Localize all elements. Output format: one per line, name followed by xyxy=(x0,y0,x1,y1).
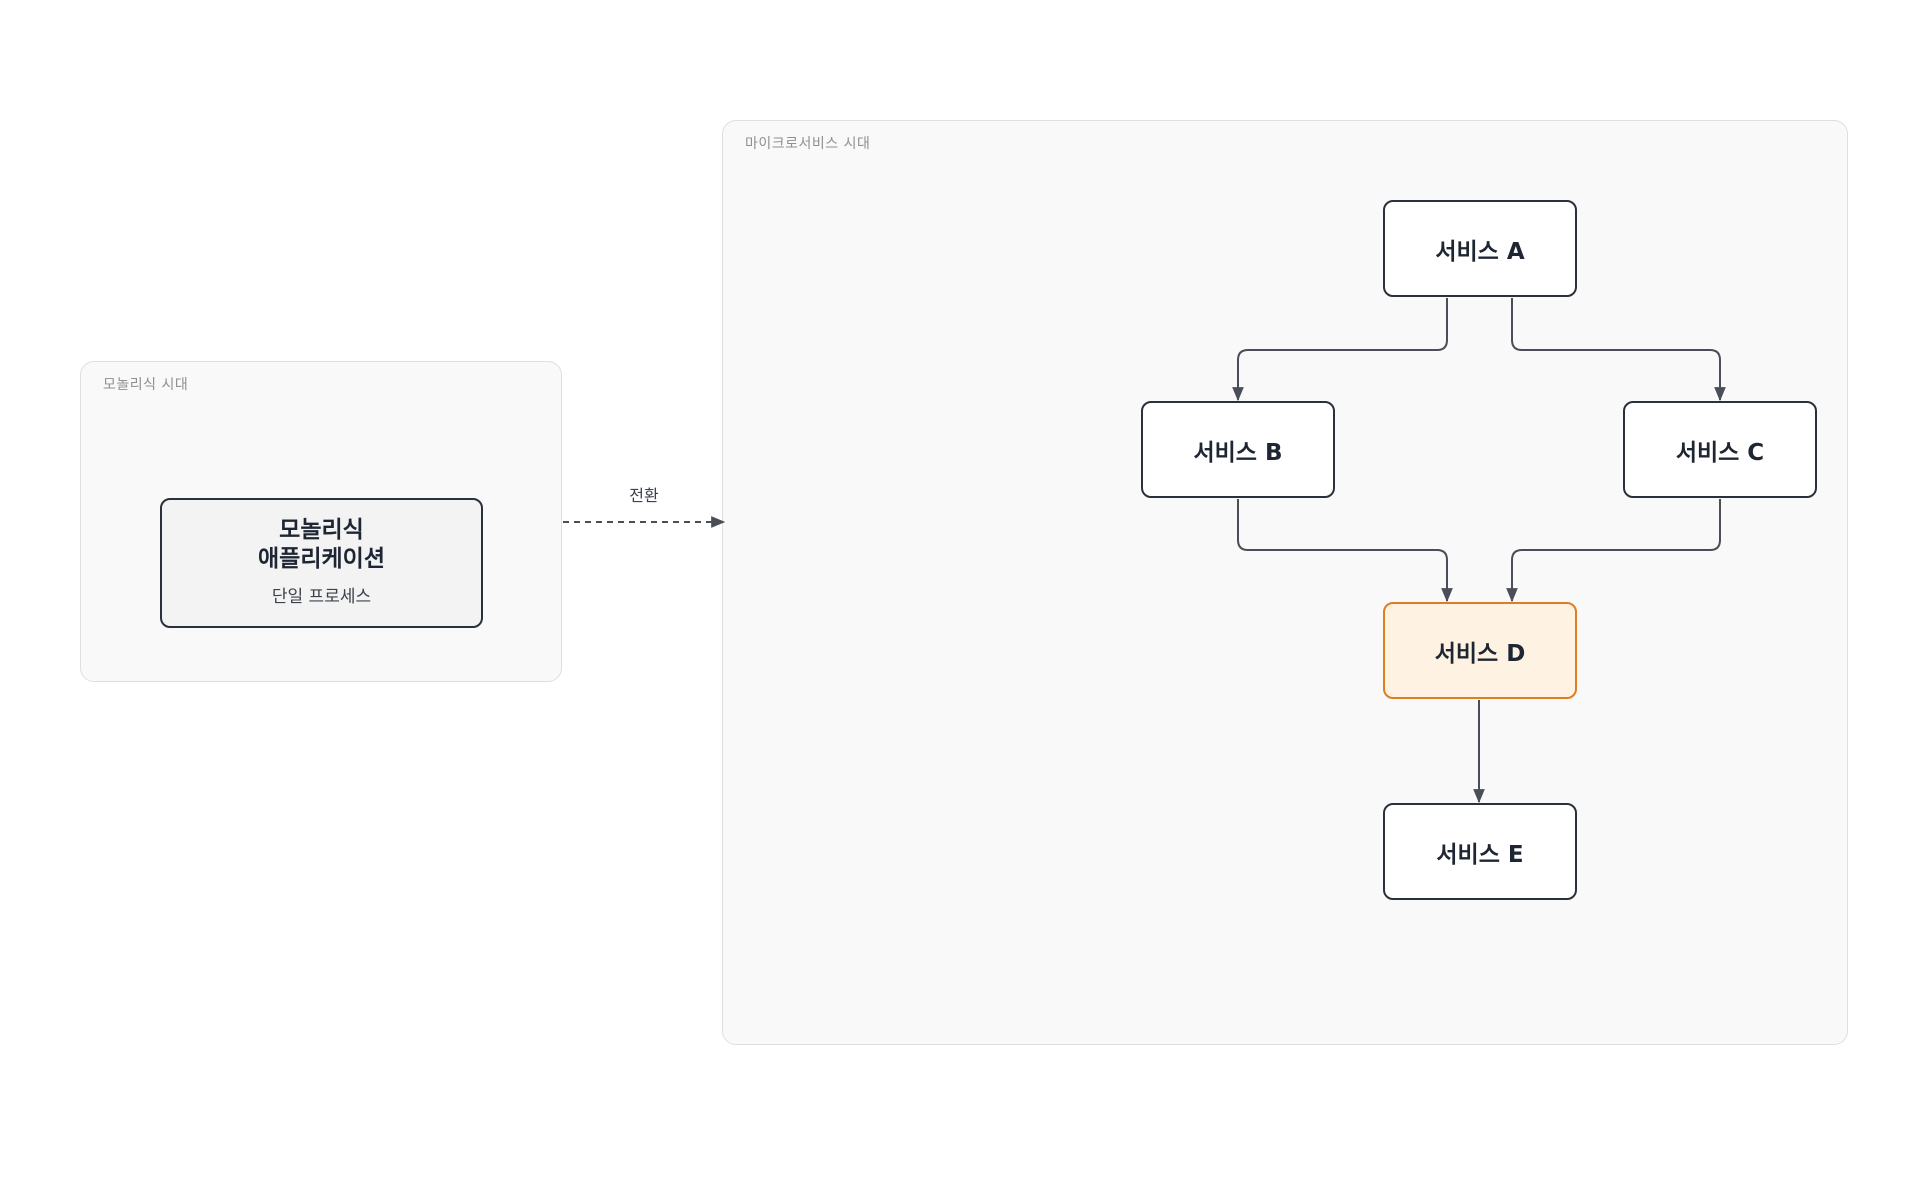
service-e-label: 서비스 E xyxy=(1436,841,1524,868)
monolith-title-line2: 애플리케이션 xyxy=(258,545,385,572)
service-b-node[interactable]: 서비스 B xyxy=(1141,401,1335,498)
transition-label: 전환 xyxy=(629,486,659,505)
service-c-label: 서비스 C xyxy=(1675,439,1765,466)
service-a-label: 서비스 A xyxy=(1435,238,1525,265)
monolith-application-node[interactable]: 모놀리식 애플리케이션 단일 프로세스 xyxy=(160,498,483,628)
service-b-label: 서비스 B xyxy=(1193,439,1283,466)
microservices-era-label: 마이크로서비스 시대 xyxy=(745,136,871,152)
microservices-era-group: 마이크로서비스 시대 xyxy=(722,120,1848,1045)
service-d-node[interactable]: 서비스 D xyxy=(1383,602,1577,699)
service-c-node[interactable]: 서비스 C xyxy=(1623,401,1817,498)
monolith-subtitle: 단일 프로세스 xyxy=(271,586,372,607)
service-d-label: 서비스 D xyxy=(1434,640,1526,667)
service-a-node[interactable]: 서비스 A xyxy=(1383,200,1577,297)
service-e-node[interactable]: 서비스 E xyxy=(1383,803,1577,900)
monolith-era-label: 모놀리식 시대 xyxy=(103,377,189,393)
monolith-title-line1: 모놀리식 xyxy=(279,516,364,543)
